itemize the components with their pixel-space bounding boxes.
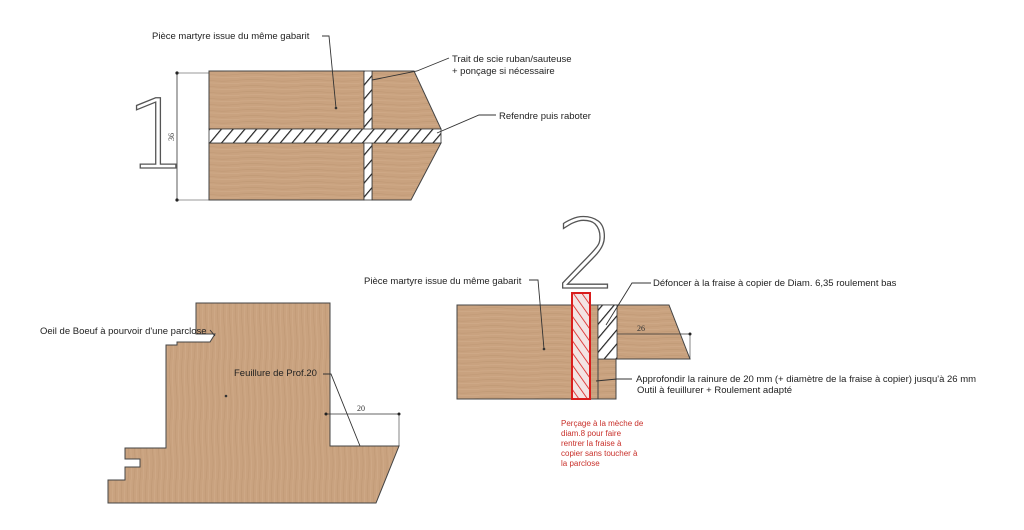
- step2-leader-deepen: [595, 378, 632, 382]
- drill-note-line-2: diam.8 pour faire: [561, 429, 622, 438]
- step2-leader-piece: [529, 279, 545, 350]
- step2-label-router: Défoncer à la fraise à copier de Diam. 6…: [653, 278, 897, 289]
- profile-dim-label: 20: [357, 404, 365, 413]
- step2-label-piece: Pièce martyre issue du même gabarit: [364, 276, 522, 287]
- drill-note-line-4: copier sans toucher à: [561, 449, 638, 458]
- profile-section: [107, 302, 400, 504]
- profile-leader-oeil: [209, 329, 216, 337]
- step1-piece-top-right: [371, 70, 442, 130]
- step2-leader-router: [605, 282, 651, 326]
- step2-drill-note: Perçage à la mèche de diam.8 pour faire …: [561, 419, 644, 468]
- profile-leader-rebate: [323, 373, 361, 447]
- drill-note-line-5: la parclose: [561, 459, 600, 468]
- step2-drill-channel: [571, 292, 591, 400]
- step1-dim-label: 36: [167, 133, 176, 141]
- step1-piece-top-left: [208, 70, 365, 130]
- step2-label-deepen-2: Outil à feuillurer + Roulement adapté: [637, 385, 792, 396]
- step2-piece-right-strip: [589, 304, 599, 400]
- step1-piece-bottom-right: [371, 142, 442, 201]
- step2-router-slot: [597, 304, 618, 360]
- step2-piece-main: [456, 304, 573, 400]
- profile-label-oeil: Oeil de Boeuf à pourvoir d'une parclose: [40, 326, 207, 337]
- step1-label-piece: Pièce martyre issue du même gabarit: [152, 31, 310, 42]
- step1-group: 1 36 Pièce martyre issue du même gabarit…: [125, 31, 591, 202]
- drill-note-line-1: Perçage à la mèche de: [561, 419, 644, 428]
- step1-number: 1: [126, 79, 187, 191]
- drill-note-line-3: rentrer la fraise à: [561, 439, 622, 448]
- profile-group: 20 Oeil de Boeuf à pourvoir d'une parclo…: [40, 302, 401, 504]
- step1-leader-rip: [436, 114, 496, 134]
- step2-dim-label: 26: [637, 324, 645, 333]
- step1-rip-kerf: [208, 128, 442, 144]
- step1-leader-piece: [322, 35, 337, 109]
- step1-label-rip: Refendre puis raboter: [499, 111, 591, 122]
- step1-label-saw-2: + ponçage si nécessaire: [452, 66, 555, 77]
- step1-label-saw-1: Trait de scie ruban/sauteuse: [452, 54, 572, 65]
- profile-label-rebate: Feuillure de Prof.20: [234, 368, 317, 379]
- step1-leader-saw: [371, 57, 450, 81]
- step1-piece-bottom-left: [208, 142, 365, 201]
- step2-label-deepen-1: Approfondir la rainure de 20 mm (+ diamè…: [636, 374, 976, 385]
- step2-group: 2 26 Pièce martyre issue du même gabarit…: [364, 198, 976, 468]
